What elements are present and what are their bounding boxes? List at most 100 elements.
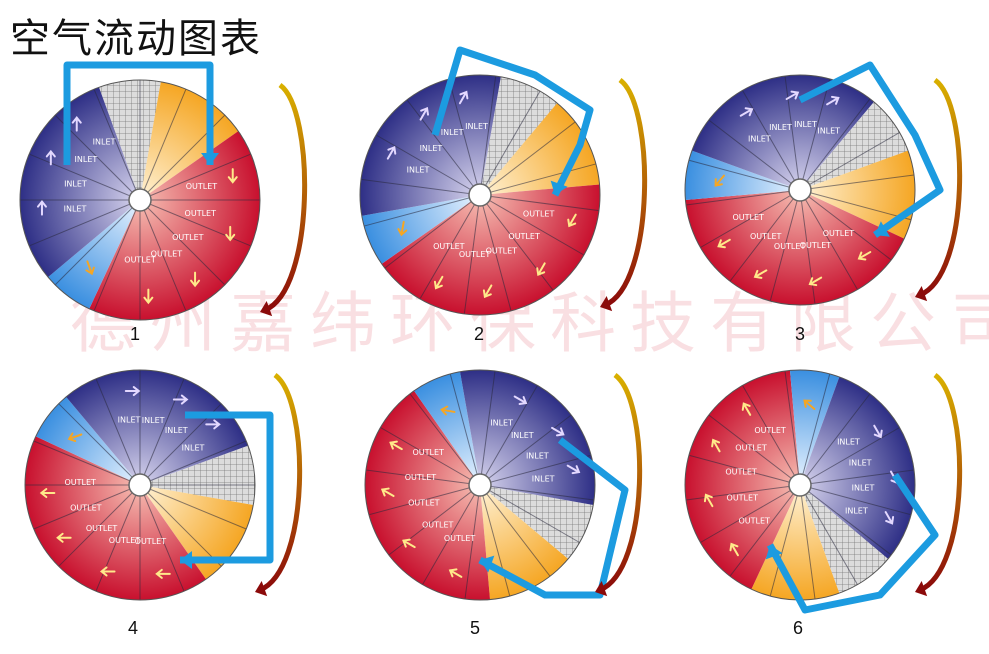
wheel-spoke — [54, 199, 141, 286]
inlet-flow-arrow — [71, 116, 82, 132]
wheel-spoke — [139, 484, 247, 530]
heater-sector — [800, 150, 915, 239]
wheel-spoke — [139, 440, 247, 486]
wheel-spoke — [742, 385, 801, 486]
outlet-label: OUTLET — [738, 516, 770, 525]
outlet-flow-arrow — [227, 168, 238, 184]
inlet-label: INLET — [817, 127, 840, 136]
outlet-label: OUTLET — [750, 232, 782, 241]
air-duct-arrow — [180, 411, 274, 564]
wheel-spoke — [742, 90, 801, 191]
outlet-label: OUTLET — [151, 250, 183, 259]
wheel-spoke — [479, 75, 497, 196]
wheel-2-graphic: INLETINLETINLETINLETOUTLETOUTLETOUTLETOU… — [359, 46, 648, 316]
wheel-spoke — [139, 199, 187, 312]
wheel-spoke — [685, 189, 801, 206]
purge-sector — [361, 195, 480, 264]
rotation-direction-arrow — [918, 77, 963, 298]
outlet-label: OUTLET — [433, 242, 465, 251]
wheel-5-graphic: INLETINLETINLETINLETOUTLETOUTLETOUTLETOU… — [364, 369, 643, 601]
wheel-spoke — [58, 403, 141, 486]
inlet-label: INLET — [794, 120, 817, 129]
outlet-label: OUTLET — [444, 534, 476, 543]
filter-grid-sector — [140, 445, 255, 505]
outlet-flow-arrow — [99, 566, 116, 577]
rotation-direction-arrow — [603, 77, 648, 308]
rotation-direction-arrow — [598, 372, 643, 593]
step-label-5: 5 — [470, 618, 481, 638]
filter-grid-sector — [800, 485, 889, 594]
wheel-spoke — [799, 393, 871, 486]
wheel-rim — [24, 369, 256, 601]
outlet-flow-arrow — [482, 284, 493, 299]
purge-sector — [48, 200, 141, 309]
inlet-flow-arrow — [386, 145, 397, 160]
air-duct-arrowhead — [180, 551, 192, 569]
inlet-flow-arrow — [513, 395, 528, 405]
step-label-4: 4 — [128, 618, 139, 638]
wheel-spoke — [799, 469, 915, 486]
wheel-spoke — [479, 484, 551, 577]
wheel-spoke — [463, 194, 481, 315]
wheel-spoke — [422, 484, 481, 585]
step-label-1: 1 — [130, 324, 141, 344]
wheel-spoke — [700, 189, 801, 248]
wheel-spoke — [708, 414, 801, 486]
outlet-label: OUTLET — [70, 503, 102, 512]
inlet-flow-arrow — [45, 149, 56, 166]
inlet-flow-arrow — [205, 419, 221, 430]
rotation-arrowhead — [600, 296, 613, 312]
air-duct-arrowhead — [201, 153, 219, 165]
filter-grid-sector — [800, 101, 909, 190]
wheel-spoke — [729, 189, 801, 282]
inlet-label: INLET — [465, 122, 488, 131]
filter-grid-sector — [98, 80, 161, 200]
purge-flow-arrow — [397, 220, 408, 237]
wheel-spoke — [368, 484, 481, 516]
inlet-flow-arrow — [419, 106, 430, 121]
outlet-label: OUTLET — [86, 524, 118, 533]
outlet-label: OUTLET — [727, 493, 759, 502]
inlet-flow-arrow — [551, 426, 565, 437]
outlet-label: OUTLET — [405, 473, 437, 482]
inlet-label: INLET — [441, 128, 464, 137]
page-title: 空气流动图表 — [10, 16, 262, 62]
outlet-sector — [381, 184, 600, 316]
wheel-spoke — [799, 78, 831, 191]
heater-sector — [751, 485, 840, 600]
wheel-spoke — [479, 163, 597, 196]
wheel-spoke — [360, 178, 481, 196]
wheel-hub — [788, 473, 812, 497]
purge-sector — [789, 370, 840, 485]
inlet-flow-arrow — [124, 386, 141, 397]
wheel-spoke — [139, 484, 185, 592]
wheel-rim — [19, 79, 261, 321]
outlet-flow-arrow — [389, 440, 403, 451]
wheel-spoke — [139, 484, 222, 567]
outlet-sector — [89, 131, 261, 321]
inlet-label: INLET — [532, 475, 555, 484]
outlet-label: OUTLET — [732, 213, 764, 222]
outlet-label: OUTLET — [135, 537, 167, 546]
inlet-flow-arrow — [36, 199, 47, 216]
rotation-arrowhead — [260, 301, 273, 317]
wheel-spoke — [479, 484, 595, 501]
outlet-label: OUTLET — [412, 448, 444, 457]
outlet-label: OUTLET — [735, 444, 767, 453]
outlet-flow-arrow — [143, 288, 154, 305]
outlet-sector — [365, 390, 491, 600]
inlet-label: INLET — [118, 416, 141, 425]
outlet-flow-arrow — [433, 275, 444, 290]
wheel-spoke — [139, 88, 187, 201]
wheel-spoke — [384, 194, 481, 269]
inlet-flow-arrow — [739, 107, 754, 117]
inlet-label: INLET — [64, 179, 87, 188]
outlet-label: OUTLET — [64, 478, 96, 487]
inlet-label: INLET — [420, 144, 443, 153]
inlet-flow-arrow — [884, 511, 895, 525]
outlet-flow-arrow — [190, 271, 201, 288]
rotation-arrowhead — [595, 581, 608, 597]
